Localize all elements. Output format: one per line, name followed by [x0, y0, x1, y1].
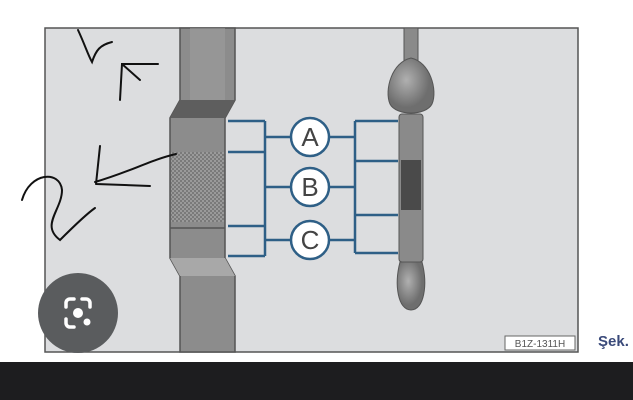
marker-a: A [289, 116, 331, 158]
hatched-range [171, 152, 224, 222]
google-lens-button[interactable] [38, 273, 118, 353]
marker-c: C [289, 219, 331, 261]
marker-b: B [289, 166, 331, 208]
caption: Şek. [598, 333, 629, 350]
marker-b-label: B [301, 172, 318, 202]
google-lens-icon [64, 297, 92, 329]
leader-lines [228, 119, 398, 258]
dipstick-rod [387, 27, 435, 311]
marker-a-label: A [301, 122, 319, 152]
figure-code-box [504, 335, 576, 351]
handwritten-annotations [21, 29, 177, 242]
bottom-bar [0, 362, 633, 400]
figure-code: B1Z-1311H [515, 339, 565, 350]
marker-c-label: C [301, 225, 320, 255]
dipstick-blade [169, 27, 236, 353]
